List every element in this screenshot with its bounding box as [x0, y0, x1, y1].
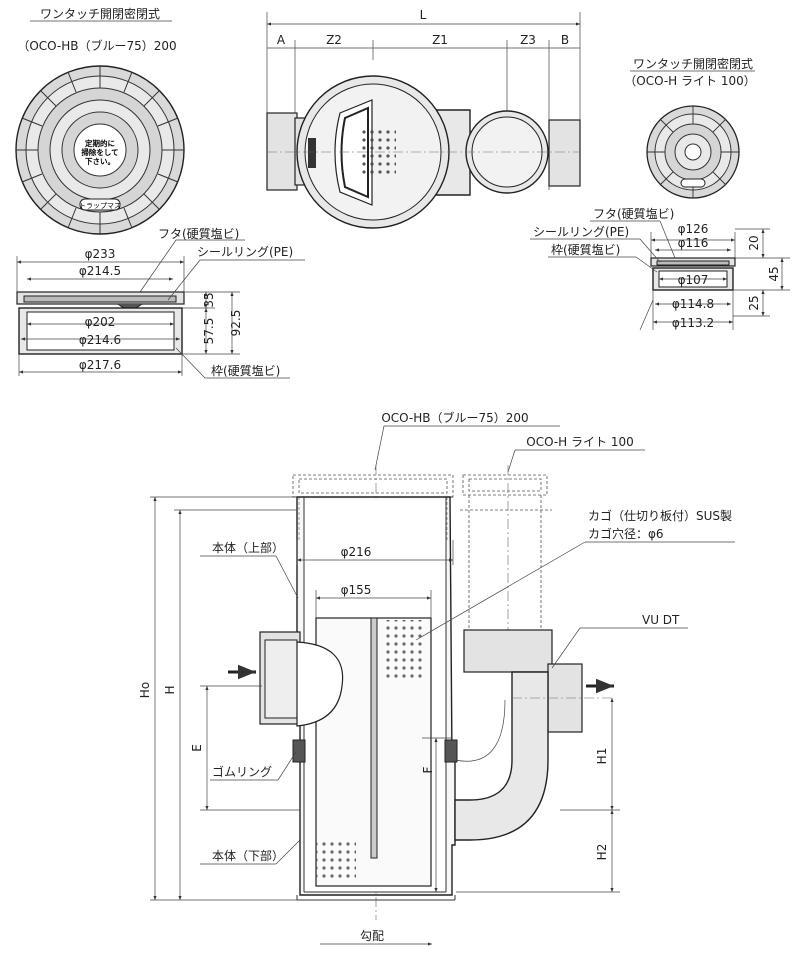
dim-d155: φ155	[341, 583, 372, 597]
brand-label: トラップマス	[79, 202, 121, 210]
dim-B: B	[561, 33, 569, 47]
dim-h35: 35	[202, 292, 216, 307]
left-lid-plan: 定期的に掃除をして下さい。 トラップマス	[15, 65, 185, 235]
label-vu-dt: VU DT	[642, 613, 680, 627]
dim-L: L	[420, 8, 427, 22]
right-waku-label: 枠(硬質塩ビ)	[551, 242, 620, 257]
right-lid-plan	[646, 105, 740, 199]
left-title: ワンタッチ開閉密閉式	[40, 6, 160, 21]
left-futa-label: フタ(硬質塩ビ)	[158, 226, 239, 241]
section-view: OCO-HB（ブルー75）200 OCO-H ライト 100	[138, 410, 735, 946]
dim-d217-6: φ217.6	[79, 358, 121, 372]
label-model-100: OCO-H ライト 100	[526, 435, 634, 449]
dim-H2: H2	[595, 844, 609, 861]
dim-H1: H1	[595, 748, 609, 765]
dim-E: E	[190, 744, 204, 752]
dim-h20: 20	[747, 235, 761, 250]
dim-d233: φ233	[85, 247, 116, 261]
right-seal-label: シールリング(PE)	[533, 225, 629, 239]
dim-H: H	[163, 685, 177, 694]
left-model-title: （OCO-HB（ブルー75）200	[17, 38, 176, 53]
dim-d214-6: φ214.6	[79, 333, 121, 347]
dim-F: F	[421, 766, 435, 773]
label-model-200: OCO-HB（ブルー75）200	[381, 410, 528, 425]
dim-d114-8: φ114.8	[672, 297, 714, 311]
right-futa-label: フタ(硬質塩ビ)	[593, 206, 674, 221]
dim-d202: φ202	[85, 315, 116, 329]
dim-Z1: Z1	[432, 33, 448, 47]
left-seal-label: シールリング(PE)	[197, 245, 293, 259]
left-waku-label: 枠(硬質塩ビ)	[211, 363, 280, 378]
label-basket: カゴ（仕切り板付）SUS製	[588, 508, 732, 523]
dim-d216: φ216	[341, 545, 372, 559]
label-rubber-ring: ゴムリング	[212, 764, 272, 779]
dim-A: A	[277, 33, 286, 47]
dim-h57-5: 57.5	[202, 318, 216, 345]
dim-d113-2: φ113.2	[672, 316, 714, 330]
dim-d116: φ116	[678, 236, 709, 250]
dim-h25: 25	[747, 295, 761, 310]
left-lid-section: φ233 φ214.5 φ202 φ214.6 φ217.6	[16, 226, 305, 379]
dim-Z2: Z2	[326, 33, 342, 47]
dim-d107: φ107	[678, 273, 709, 287]
dim-h92-5: 92.5	[229, 310, 243, 337]
label-body-upper: 本体（上部）	[212, 540, 284, 555]
left-lid-group: ワンタッチ開閉密閉式 （OCO-HB（ブルー75）200 定期的に掃除をし	[15, 6, 305, 379]
dim-Z3: Z3	[520, 33, 536, 47]
right-title: ワンタッチ開閉密閉式	[633, 56, 753, 71]
label-gradient: 勾配	[360, 929, 384, 943]
right-lid-section: φ126 φ116 φ107 φ114.8 φ113.2	[530, 206, 790, 331]
dim-h45: 45	[767, 266, 781, 281]
label-basket-hole: カゴ穴径：φ6	[588, 526, 664, 541]
dim-d214-5: φ214.5	[79, 264, 121, 278]
plan-view: L A Z2 Z1 Z3 B	[266, 8, 581, 229]
dim-Ho: Ho	[138, 682, 152, 698]
lid-notice-text: 定期的に掃除をして下さい。	[81, 138, 118, 166]
right-lid-group: ワンタッチ開閉密閉式 （OCO-H ライト 100） φ126 φ116	[530, 56, 790, 331]
dim-d126: φ126	[678, 222, 709, 236]
label-body-lower: 本体（下部）	[212, 848, 284, 863]
right-model-title: （OCO-H ライト 100）	[624, 74, 756, 88]
